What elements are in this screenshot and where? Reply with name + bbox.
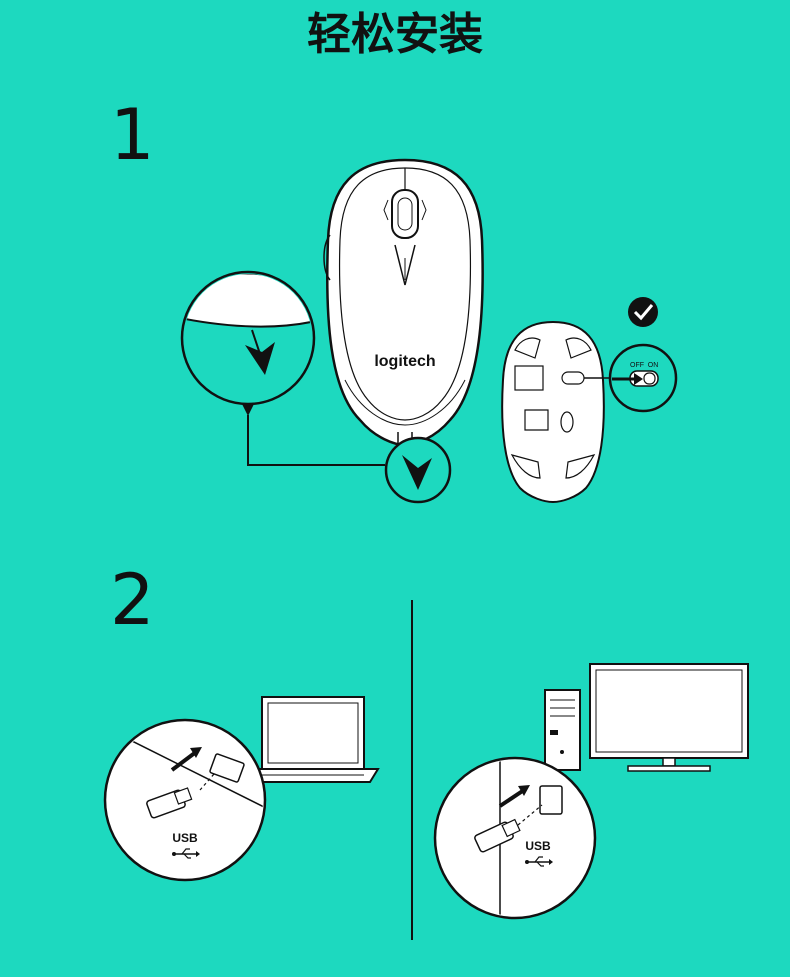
pull-tab-bottom-circle	[384, 436, 452, 504]
mouse-top-view	[323, 158, 484, 451]
mouse-bottom-view	[501, 320, 610, 504]
desktop-usb-zoom-circle	[433, 756, 597, 920]
checkmark-icon	[628, 297, 658, 327]
laptop-illustration	[246, 696, 380, 783]
usb-icon	[525, 856, 553, 867]
switch-on-label: ON	[648, 362, 659, 369]
usb-label-left: USB	[172, 831, 198, 845]
usb-icon	[172, 848, 200, 859]
switch-off-label: OFF	[630, 362, 644, 369]
usb-label-right: USB	[525, 839, 551, 853]
mouse-brand-label: logitech	[374, 353, 435, 370]
step-number-2: 2	[110, 559, 155, 641]
monitor-illustration	[589, 663, 749, 772]
page-title: 轻松安装	[307, 9, 483, 60]
step-number-1: 1	[110, 94, 155, 176]
pull-tab-zoom-circle	[180, 270, 316, 406]
desktop-tower-illustration	[544, 689, 581, 771]
laptop-usb-zoom-circle	[103, 718, 267, 882]
power-switch-zoom-circle	[608, 343, 678, 413]
